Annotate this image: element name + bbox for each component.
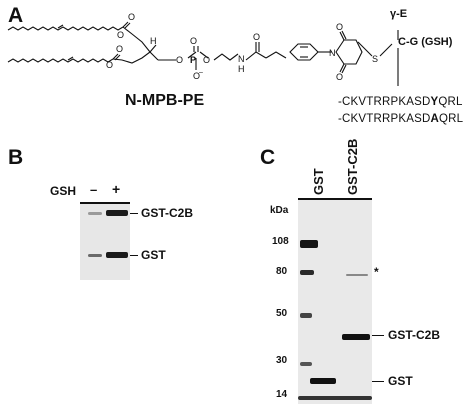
tick-b-gstc2b <box>130 213 138 214</box>
label-c-gstc2b: GST-C2B <box>388 328 441 342</box>
tick-c-gstc2b <box>372 335 384 336</box>
svg-text:–: – <box>199 69 203 76</box>
band-b-minus-gst <box>88 254 102 257</box>
svg-text:S: S <box>372 54 378 64</box>
peptide-sequence-2: -CKVTRRPKASDAQRL <box>338 113 464 125</box>
kda-label: kDa <box>270 205 289 216</box>
marker-80: 80 <box>276 266 288 277</box>
label-b-gstc2b: GST-C2B <box>141 206 194 220</box>
peptide-sequence-1: -CKVTRRPKASDYQRL <box>338 96 463 108</box>
svg-text:O: O <box>193 71 200 81</box>
svg-text:N: N <box>238 54 245 64</box>
lane-minus-label: – <box>90 182 98 197</box>
band-c-gst <box>310 378 336 384</box>
lane-c-gst-label: GST <box>311 168 326 195</box>
gsh-label: GSH <box>50 184 77 198</box>
marker-30: 30 <box>276 355 288 366</box>
asterisk-marker: * <box>374 265 379 279</box>
svg-text:N: N <box>329 48 336 58</box>
svg-text:P: P <box>190 55 196 65</box>
nmpb-pe-structure: O O O O H O P O O O – N H O N O O S <box>7 12 399 86</box>
band-c-faint-star <box>346 274 368 276</box>
tick-b-gst <box>130 255 138 256</box>
panel-b-letter: B <box>8 146 24 169</box>
label-c-gst: GST <box>388 374 413 388</box>
lane-plus-label: + <box>112 181 121 197</box>
ladder-14-front <box>298 396 372 400</box>
svg-text:H: H <box>238 64 245 74</box>
svg-text:H: H <box>150 36 157 46</box>
band-b-minus-top <box>88 212 102 215</box>
ladder-108 <box>300 240 318 248</box>
ladder-50 <box>300 313 312 318</box>
svg-text:O: O <box>336 22 343 32</box>
svg-text:O: O <box>106 60 113 70</box>
tick-c-gst <box>372 381 384 382</box>
marker-14: 14 <box>276 389 288 400</box>
ladder-30 <box>300 362 312 366</box>
gel-panel-c <box>298 198 372 404</box>
compound-name: N-MPB-PE <box>125 92 205 109</box>
cg-gsh-label: C-G (GSH) <box>398 36 453 48</box>
ladder-80 <box>300 270 314 275</box>
marker-108: 108 <box>272 236 289 247</box>
panel-c-letter: C <box>260 146 276 169</box>
svg-text:O: O <box>336 72 343 82</box>
svg-text:O: O <box>117 30 124 40</box>
gel-panel-b <box>80 202 130 280</box>
band-c-gstc2b <box>342 334 370 340</box>
svg-text:O: O <box>253 32 260 42</box>
lane-c-gstc2b-label: GST-C2B <box>345 138 360 195</box>
band-b-plus-gstc2b <box>106 210 128 216</box>
label-b-gst: GST <box>141 248 166 262</box>
svg-text:O: O <box>116 44 123 54</box>
gamma-e-label: γ-E <box>390 8 408 20</box>
marker-50: 50 <box>276 308 288 319</box>
svg-text:O: O <box>128 12 135 22</box>
svg-text:O: O <box>176 55 183 65</box>
band-b-plus-gst <box>106 252 128 258</box>
svg-text:O: O <box>190 36 197 46</box>
panel-a-letter: A <box>8 4 24 27</box>
svg-text:O: O <box>203 55 210 65</box>
